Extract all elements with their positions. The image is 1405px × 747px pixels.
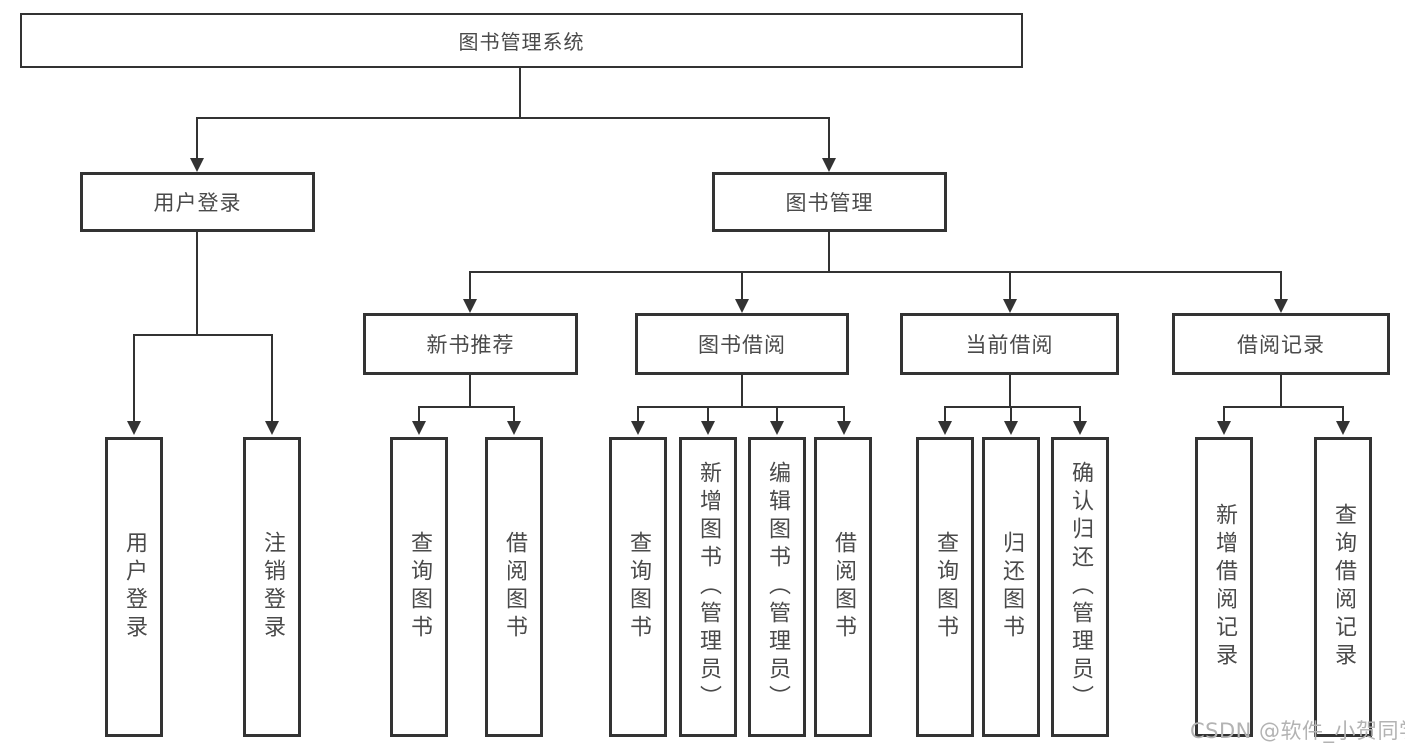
edge-drop-leaf bbox=[133, 334, 135, 424]
edge-userlogin-trunk bbox=[196, 232, 198, 336]
edge-bookmgmt-trunk bbox=[828, 232, 830, 273]
leaf-add-borrow-record: 新增借阅记录 bbox=[1195, 437, 1253, 737]
edge-drop-leaf bbox=[944, 406, 946, 423]
node-label: 新书推荐 bbox=[426, 333, 515, 357]
edge-newbook-rail bbox=[418, 406, 515, 408]
arrow-down-icon bbox=[1336, 421, 1350, 435]
leaf-confirm-return-admin: 确认归还（管理员） bbox=[1051, 437, 1109, 737]
edge-drop-leaf bbox=[271, 334, 273, 424]
edge-drop-leaf bbox=[418, 406, 420, 423]
edge-bookborrow-rail bbox=[637, 406, 845, 408]
arrow-down-icon bbox=[837, 421, 851, 435]
leaf-borrow-books: 借阅图书 bbox=[814, 437, 872, 737]
node-borrow-records: 借阅记录 bbox=[1172, 313, 1390, 375]
node-current-borrow: 当前借阅 bbox=[900, 313, 1119, 375]
leaf-query-books-borrow: 查询图书 bbox=[609, 437, 667, 737]
node-user-login: 用户登录 bbox=[80, 172, 315, 232]
arrow-down-icon bbox=[1217, 421, 1231, 435]
edge-newbook-trunk bbox=[469, 375, 471, 408]
edge-drop-book-mgmt bbox=[828, 117, 830, 161]
edge-root-rail bbox=[196, 117, 830, 119]
leaf-logout: 注销登录 bbox=[243, 437, 301, 737]
edge-drop-leaf bbox=[1342, 406, 1344, 423]
node-label: 图书管理 bbox=[785, 191, 874, 215]
node-label: 用户登录 bbox=[153, 191, 242, 215]
edge-drop-leaf bbox=[843, 406, 845, 423]
leaf-user-login: 用户登录 bbox=[105, 437, 163, 737]
arrow-down-icon bbox=[190, 158, 204, 172]
node-root-library-system: 图书管理系统 bbox=[20, 13, 1023, 68]
arrow-down-icon bbox=[265, 421, 279, 435]
leaf-add-books-admin: 新增图书（管理员） bbox=[679, 437, 737, 737]
edge-drop-leaf bbox=[637, 406, 639, 423]
edge-drop-leaf bbox=[1223, 406, 1225, 423]
leaf-query-borrow-record: 查询借阅记录 bbox=[1314, 437, 1372, 737]
arrow-down-icon bbox=[631, 421, 645, 435]
leaf-edit-books-admin: 编辑图书（管理员） bbox=[748, 437, 806, 737]
leaf-query-books-recommend: 查询图书 bbox=[390, 437, 448, 737]
edge-drop-leaf bbox=[776, 406, 778, 423]
arrow-down-icon bbox=[735, 299, 749, 313]
arrow-down-icon bbox=[412, 421, 426, 435]
node-label: 借阅记录 bbox=[1237, 333, 1325, 357]
edge-currentborrow-rail bbox=[944, 406, 1081, 408]
arrow-down-icon bbox=[701, 421, 715, 435]
node-book-borrow: 图书借阅 bbox=[635, 313, 849, 375]
edge-bookmgmt-rail bbox=[469, 271, 1282, 273]
edge-records-trunk bbox=[1280, 375, 1282, 408]
node-book-management: 图书管理 bbox=[712, 172, 947, 232]
arrow-down-icon bbox=[1073, 421, 1087, 435]
node-label: 图书管理系统 bbox=[458, 30, 585, 54]
edge-drop-leaf bbox=[1010, 406, 1012, 423]
edge-drop-leaf bbox=[707, 406, 709, 423]
edge-drop-borrow-records bbox=[1280, 271, 1282, 301]
arrow-down-icon bbox=[463, 299, 477, 313]
edge-drop-leaf bbox=[1079, 406, 1081, 423]
node-label: 图书借阅 bbox=[698, 333, 786, 357]
edge-drop-leaf bbox=[513, 406, 515, 423]
edge-records-rail bbox=[1223, 406, 1344, 408]
arrow-down-icon bbox=[822, 158, 836, 172]
csdn-watermark: CSDN @软件_小贺同学 bbox=[1190, 719, 1405, 743]
arrow-down-icon bbox=[1004, 421, 1018, 435]
edge-root-trunk bbox=[519, 68, 521, 118]
edge-drop-user-login bbox=[196, 117, 198, 161]
arrow-down-icon bbox=[127, 421, 141, 435]
arrow-down-icon bbox=[507, 421, 521, 435]
leaf-query-books-current: 查询图书 bbox=[916, 437, 974, 737]
arrow-down-icon bbox=[770, 421, 784, 435]
edge-drop-new-book bbox=[469, 271, 471, 301]
arrow-down-icon bbox=[1003, 299, 1017, 313]
edge-currentborrow-trunk bbox=[1009, 375, 1011, 408]
leaf-return-books: 归还图书 bbox=[982, 437, 1040, 737]
arrow-down-icon bbox=[938, 421, 952, 435]
arrow-down-icon bbox=[1274, 299, 1288, 313]
edge-drop-current-borrow bbox=[1009, 271, 1011, 301]
node-label: 当前借阅 bbox=[965, 333, 1054, 357]
leaf-borrow-books-recommend: 借阅图书 bbox=[485, 437, 543, 737]
edge-drop-book-borrow bbox=[741, 271, 743, 301]
edge-bookborrow-trunk bbox=[741, 375, 743, 408]
edge-userlogin-rail bbox=[133, 334, 273, 336]
node-new-book-recommend: 新书推荐 bbox=[363, 313, 578, 375]
